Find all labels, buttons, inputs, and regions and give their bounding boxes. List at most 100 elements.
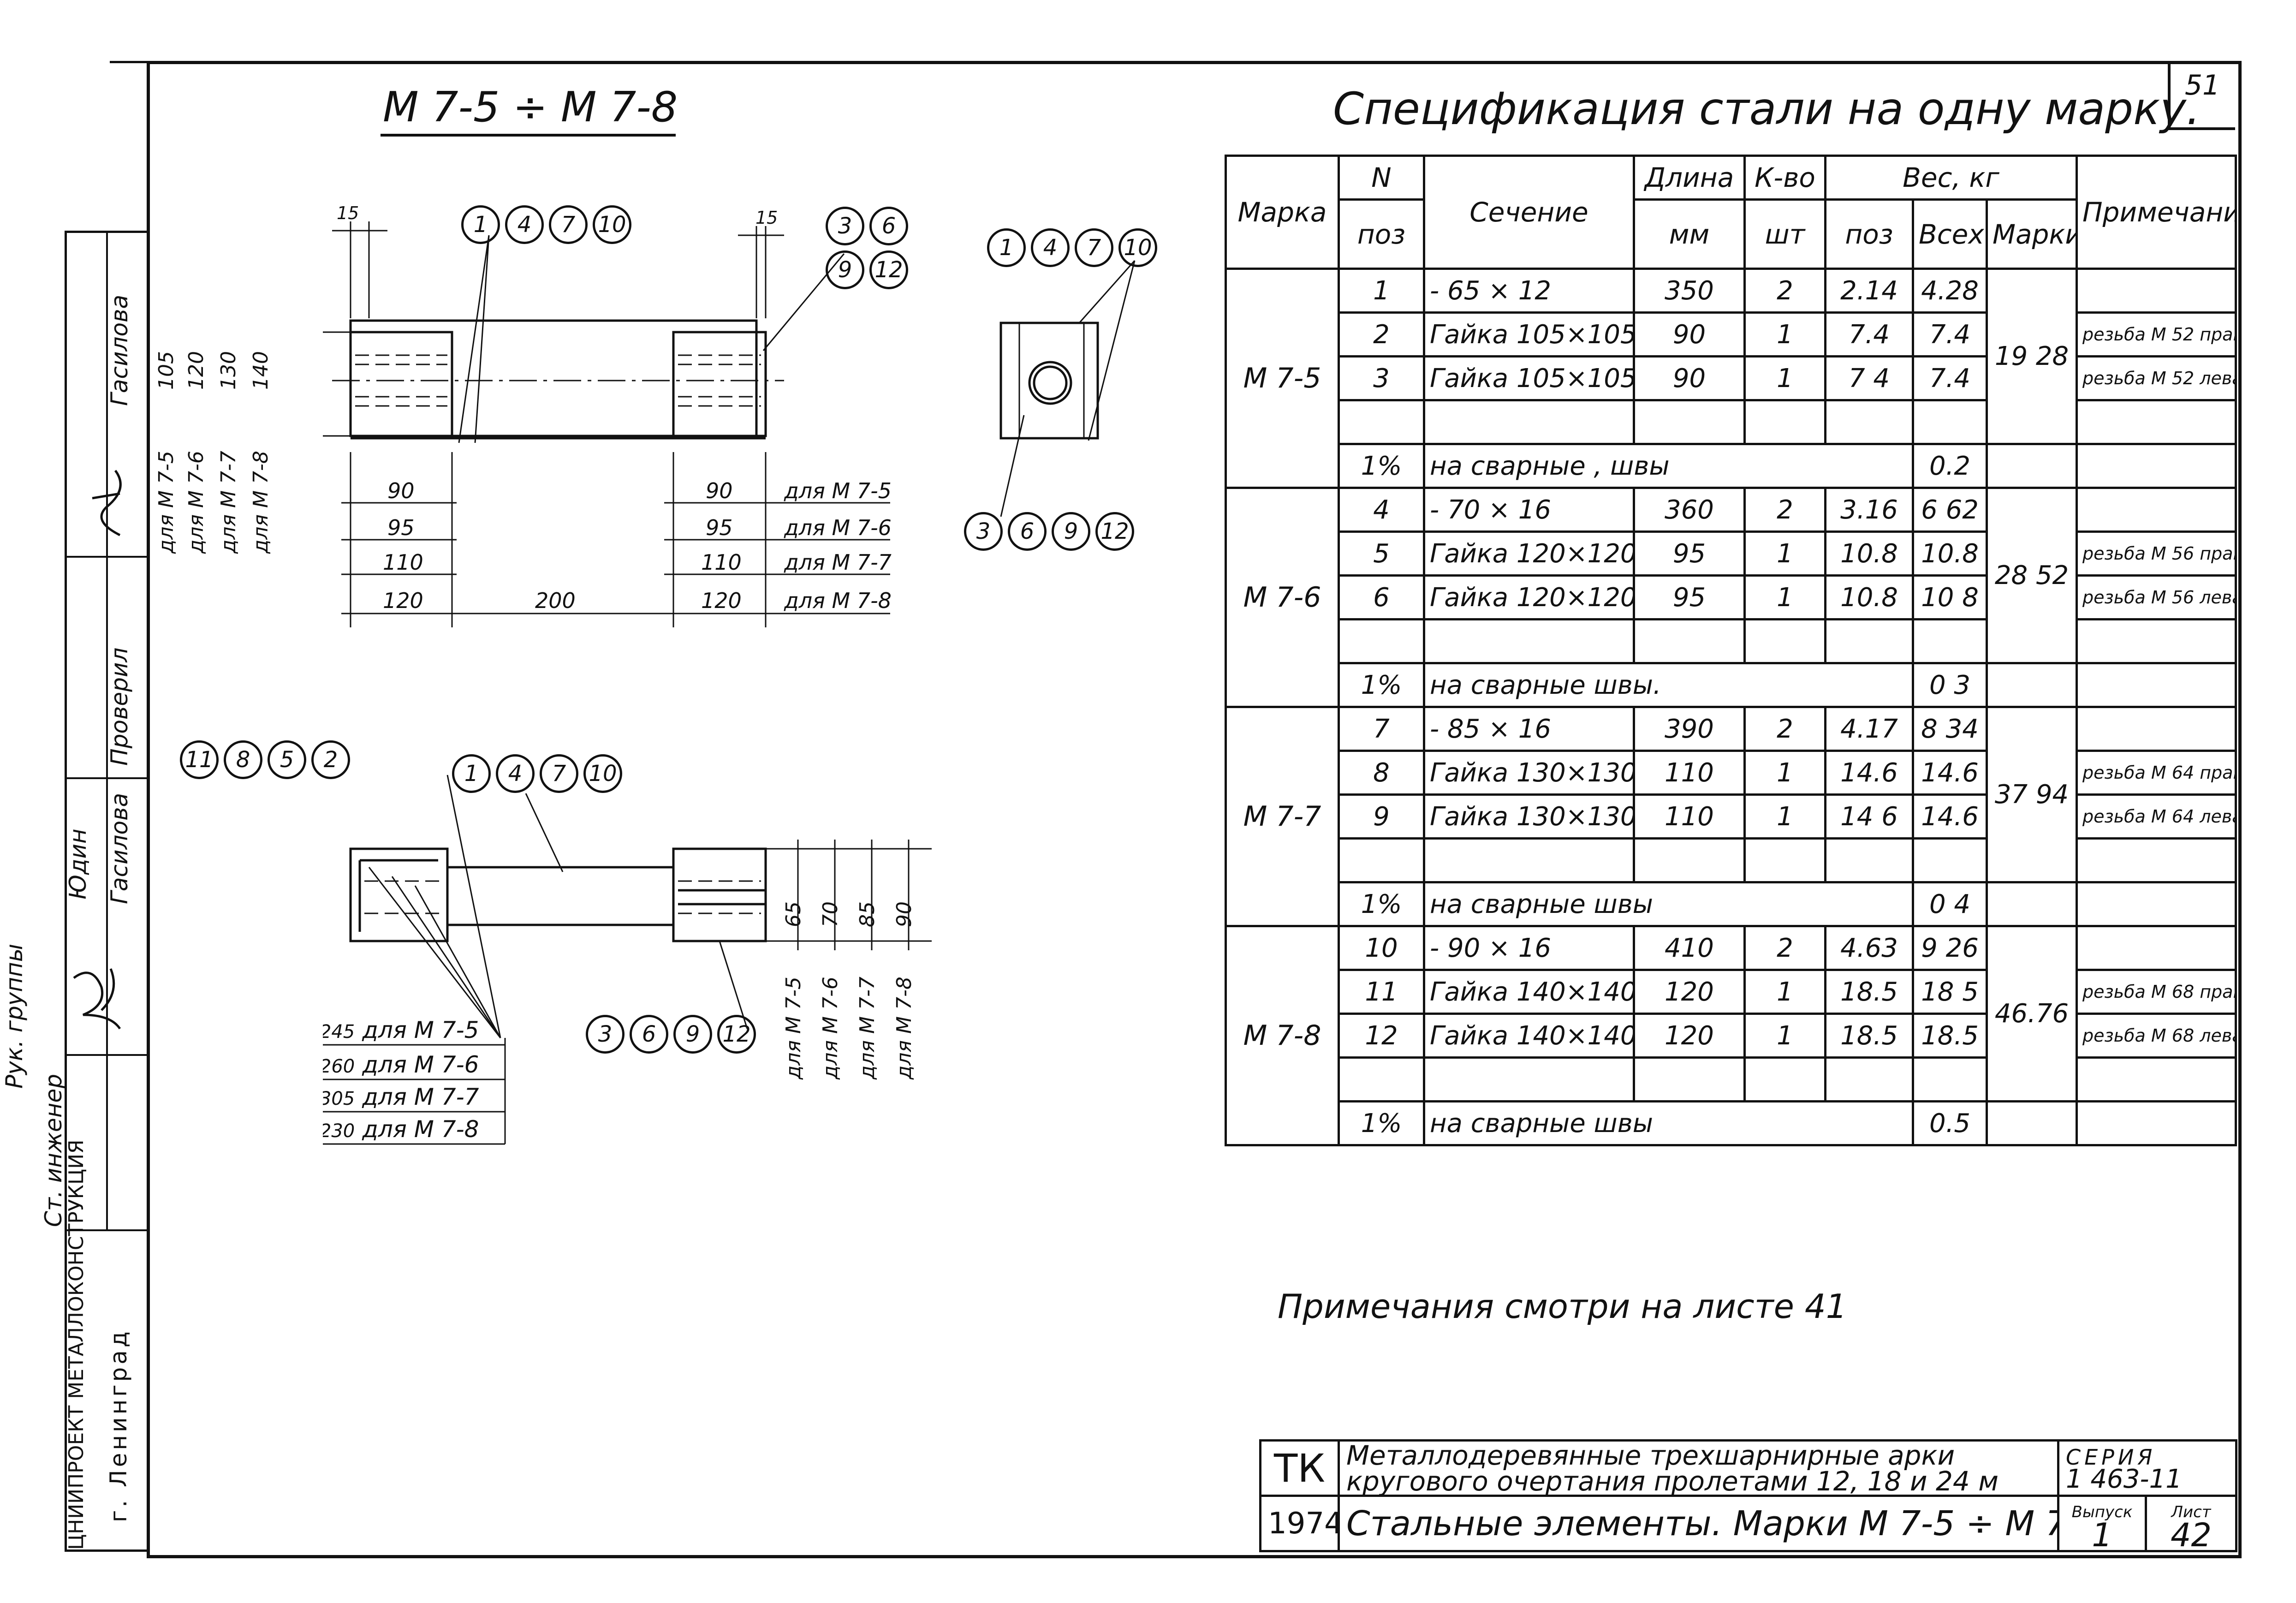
nut-length-r-120: 120: [701, 588, 742, 613]
nut-length-90: 90: [387, 478, 415, 503]
height-130: 130: [217, 351, 240, 390]
blank-qty: [1743, 837, 1826, 883]
row-section: - 65 × 12: [1423, 268, 1635, 314]
row-qty: 1: [1743, 574, 1826, 620]
callout-circle-callouts-top-left-3: 10: [593, 205, 631, 244]
callout-circle-callouts-section-top-0: 1: [987, 228, 1026, 267]
row-weight-pos: 4.63: [1824, 925, 1914, 971]
top-nut-right: [672, 331, 767, 437]
callout-circle-callouts-top-left-0: 1: [461, 205, 500, 244]
side-stamp-row-2: [67, 777, 149, 779]
group-mark-weight: 46.76: [1986, 925, 2078, 1102]
height-140: 140: [249, 351, 273, 390]
header-pos-n: N: [1338, 155, 1425, 201]
side-role-2: Ст. инженер: [40, 1073, 67, 1227]
group-mark-weight: 37 94: [1986, 706, 2078, 883]
spec-blank-row: [1226, 618, 2237, 664]
header-weight-pos: поз: [1824, 198, 1914, 270]
row-pos: 5: [1338, 530, 1425, 577]
blank-section: [1423, 837, 1635, 883]
bottom-mark-2: для М 7-6: [819, 977, 842, 1079]
row-weight-all: 4.28: [1912, 268, 1988, 314]
callout-circle-callouts-section-top-3: 10: [1118, 228, 1157, 267]
callout-circle-callouts-bottom-right-2: 9: [673, 1015, 712, 1054]
row-note: [2076, 487, 2237, 533]
nut-length-r-90: 90: [706, 478, 733, 503]
row-section: Гайка 140×140: [1423, 1013, 1635, 1059]
bottom-mark-4: для М 7-8: [892, 977, 916, 1079]
weld-mark-blank: [1986, 1100, 2078, 1146]
bottom-height-65: 65: [782, 901, 805, 927]
nut-length-r-110: 110: [701, 550, 742, 575]
callout-circle-callouts-top-right-2: 9: [826, 250, 864, 289]
spec-blank-row: [1226, 1056, 2237, 1102]
row-section: Гайка 130×130: [1423, 750, 1635, 796]
height-mark-4: для М 7-8: [249, 451, 273, 554]
note-reference: Примечания смотри на листе 41: [1278, 1287, 1847, 1326]
title-block: ТК Металлодеревянные трехшарнирные арки …: [1259, 1439, 2237, 1552]
weld-weight: 0 3: [1912, 662, 1988, 708]
callout-circle-callouts-top-right-0: 3: [826, 207, 864, 245]
row-note: резьба М 64 левая: [2076, 793, 2237, 840]
nut-mark-4: для М 7-8: [784, 588, 892, 613]
nut-length-110: 110: [383, 550, 423, 575]
series-value: 1 463-11: [2066, 1464, 2182, 1494]
weld-mark-blank: [1986, 881, 2078, 927]
row-note: резьба М 56 правая: [2076, 530, 2237, 577]
height-105: 105: [155, 351, 178, 390]
row-weight-pos: 10.8: [1824, 530, 1914, 577]
side-stamp: [65, 231, 149, 1552]
row-qty: 1: [1743, 530, 1826, 577]
row-pos: 1: [1338, 268, 1425, 314]
bottom-nut-left: [349, 847, 449, 942]
title-project: Металлодеревянные трехшарнирные арки кру…: [1338, 1439, 2059, 1497]
callout-circle-callouts-section-bottom-1: 6: [1008, 512, 1047, 551]
row-length: 410: [1633, 925, 1746, 971]
row-weight-pos: 14 6: [1824, 793, 1914, 840]
bottom-mark-1: для М 7-5: [782, 977, 805, 1079]
nut-mark-1: для М 7-5: [784, 478, 892, 503]
title-org: ТК: [1259, 1439, 1340, 1497]
row-weight-pos: 10.8: [1824, 574, 1914, 620]
callout-circle-callouts-bottom-right-1: 6: [630, 1015, 668, 1054]
blank-wall: [1912, 618, 1988, 664]
group-mark-weight: 28 52: [1986, 487, 2078, 664]
row-note: резьба М 64 правая: [2076, 750, 2237, 796]
title-project-line1: Металлодеревянные трехшарнирные арки: [1346, 1440, 1955, 1471]
weld-mark-blank: [1986, 443, 2078, 489]
blank-wpos: [1824, 618, 1914, 664]
row-pos: 3: [1338, 355, 1425, 401]
weld-text: на сварные швы.: [1423, 662, 1914, 708]
row-pos: 7: [1338, 706, 1425, 752]
spec-blank-row: [1226, 399, 2237, 445]
row-weight-pos: 3.16: [1824, 487, 1914, 533]
nut-length-120: 120: [383, 588, 423, 613]
blank-length: [1633, 618, 1746, 664]
blank-section: [1423, 399, 1635, 445]
row-section: Гайка 105×105: [1423, 311, 1635, 358]
issue-value: 1: [2092, 1516, 2112, 1551]
row-section: - 85 × 16: [1423, 706, 1635, 752]
row-weight-pos: 18.5: [1824, 1013, 1914, 1059]
nut-length-95: 95: [387, 515, 415, 540]
title-project-line2: кругового очертания пролетами 12, 18 и 2…: [1346, 1465, 1999, 1496]
main-title-underline: [381, 134, 676, 137]
section-hole-outer: [1028, 361, 1072, 405]
row-weight-all: 7.4: [1912, 355, 1988, 401]
row-note: резьба М 56 левая: [2076, 574, 2237, 620]
title-sheet: Стальные элементы. Марки М 7-5 ÷ М 7 8: [1338, 1495, 2059, 1552]
row-note: резьба М 52 левая: [2076, 355, 2237, 401]
height-120: 120: [184, 351, 208, 390]
height-mark-3: для М 7-7: [217, 451, 240, 554]
row-weight-all: 10.8: [1912, 530, 1988, 577]
row-section: - 90 × 16: [1423, 925, 1635, 971]
blank-qty: [1743, 618, 1826, 664]
header-length-unit: мм: [1633, 198, 1746, 270]
blank-wpos: [1824, 837, 1914, 883]
callout-circle-callouts-bottom-mid-3: 10: [583, 754, 622, 793]
row-pos: 6: [1338, 574, 1425, 620]
